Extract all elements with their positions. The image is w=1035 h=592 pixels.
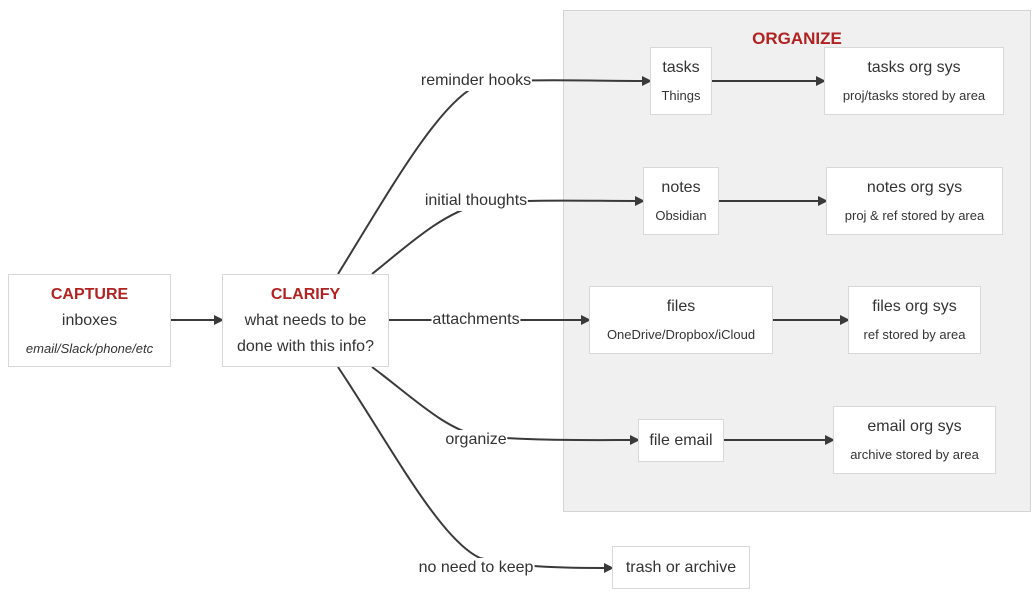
edge-no-need bbox=[337, 366, 614, 573]
edge-label-no-need: no need to keep bbox=[417, 558, 535, 578]
email-sys-sub: archive stored by area bbox=[850, 447, 979, 462]
clarify-title: CLARIFY bbox=[270, 285, 341, 303]
notes-sub: Obsidian bbox=[655, 208, 707, 223]
edge-label-reminder-hooks: reminder hooks bbox=[419, 71, 533, 91]
tasks-sys-sub: proj/tasks stored by area bbox=[842, 88, 986, 103]
tasks-sys-label: tasks org sys bbox=[867, 59, 961, 76]
tasks-sub: Things bbox=[661, 88, 701, 103]
clarify-line2: done with this info? bbox=[237, 337, 374, 355]
capture-label: inboxes bbox=[61, 311, 118, 329]
files-node: files OneDrive/Dropbox/iCloud bbox=[589, 286, 773, 354]
file-email-label: file email bbox=[649, 431, 713, 449]
files-sub: OneDrive/Dropbox/iCloud bbox=[606, 327, 756, 342]
tasks-node: tasks Things bbox=[650, 47, 712, 115]
files-sys-sub: ref stored by area bbox=[863, 327, 966, 342]
edge-label-attachments: attachments bbox=[431, 310, 521, 330]
tasks-org-sys-node: tasks org sys proj/tasks stored by area bbox=[824, 47, 1004, 115]
email-sys-label: email org sys bbox=[867, 418, 962, 435]
trash-archive-node: trash or archive bbox=[612, 546, 750, 589]
notes-sys-label: notes org sys bbox=[866, 179, 963, 196]
capture-sub: email/Slack/phone/etc bbox=[25, 340, 154, 356]
tasks-label: tasks bbox=[662, 59, 700, 76]
organize-title: ORGANIZE bbox=[752, 29, 842, 48]
clarify-line1: what needs to be bbox=[244, 311, 367, 329]
notes-sys-sub: proj & ref stored by area bbox=[844, 208, 985, 223]
capture-node: CAPTURE inboxes email/Slack/phone/etc bbox=[8, 274, 171, 367]
edge-initial-thoughts bbox=[371, 195, 645, 275]
trash-label: trash or archive bbox=[625, 558, 737, 576]
email-org-sys-node: email org sys archive stored by area bbox=[833, 406, 996, 474]
edge-reminder-hooks bbox=[337, 75, 652, 275]
capture-title: CAPTURE bbox=[50, 285, 129, 303]
notes-node: notes Obsidian bbox=[643, 167, 719, 235]
notes-label: notes bbox=[661, 179, 701, 196]
edge-label-organize: organize bbox=[444, 430, 508, 450]
file-email-node: file email bbox=[638, 419, 724, 462]
files-sys-label: files org sys bbox=[872, 298, 957, 315]
notes-org-sys-node: notes org sys proj & ref stored by area bbox=[826, 167, 1003, 235]
edge-label-initial-thoughts: initial thoughts bbox=[423, 191, 529, 211]
files-label: files bbox=[666, 298, 696, 315]
clarify-node: CLARIFY what needs to be done with this … bbox=[222, 274, 389, 367]
files-org-sys-node: files org sys ref stored by area bbox=[848, 286, 981, 354]
